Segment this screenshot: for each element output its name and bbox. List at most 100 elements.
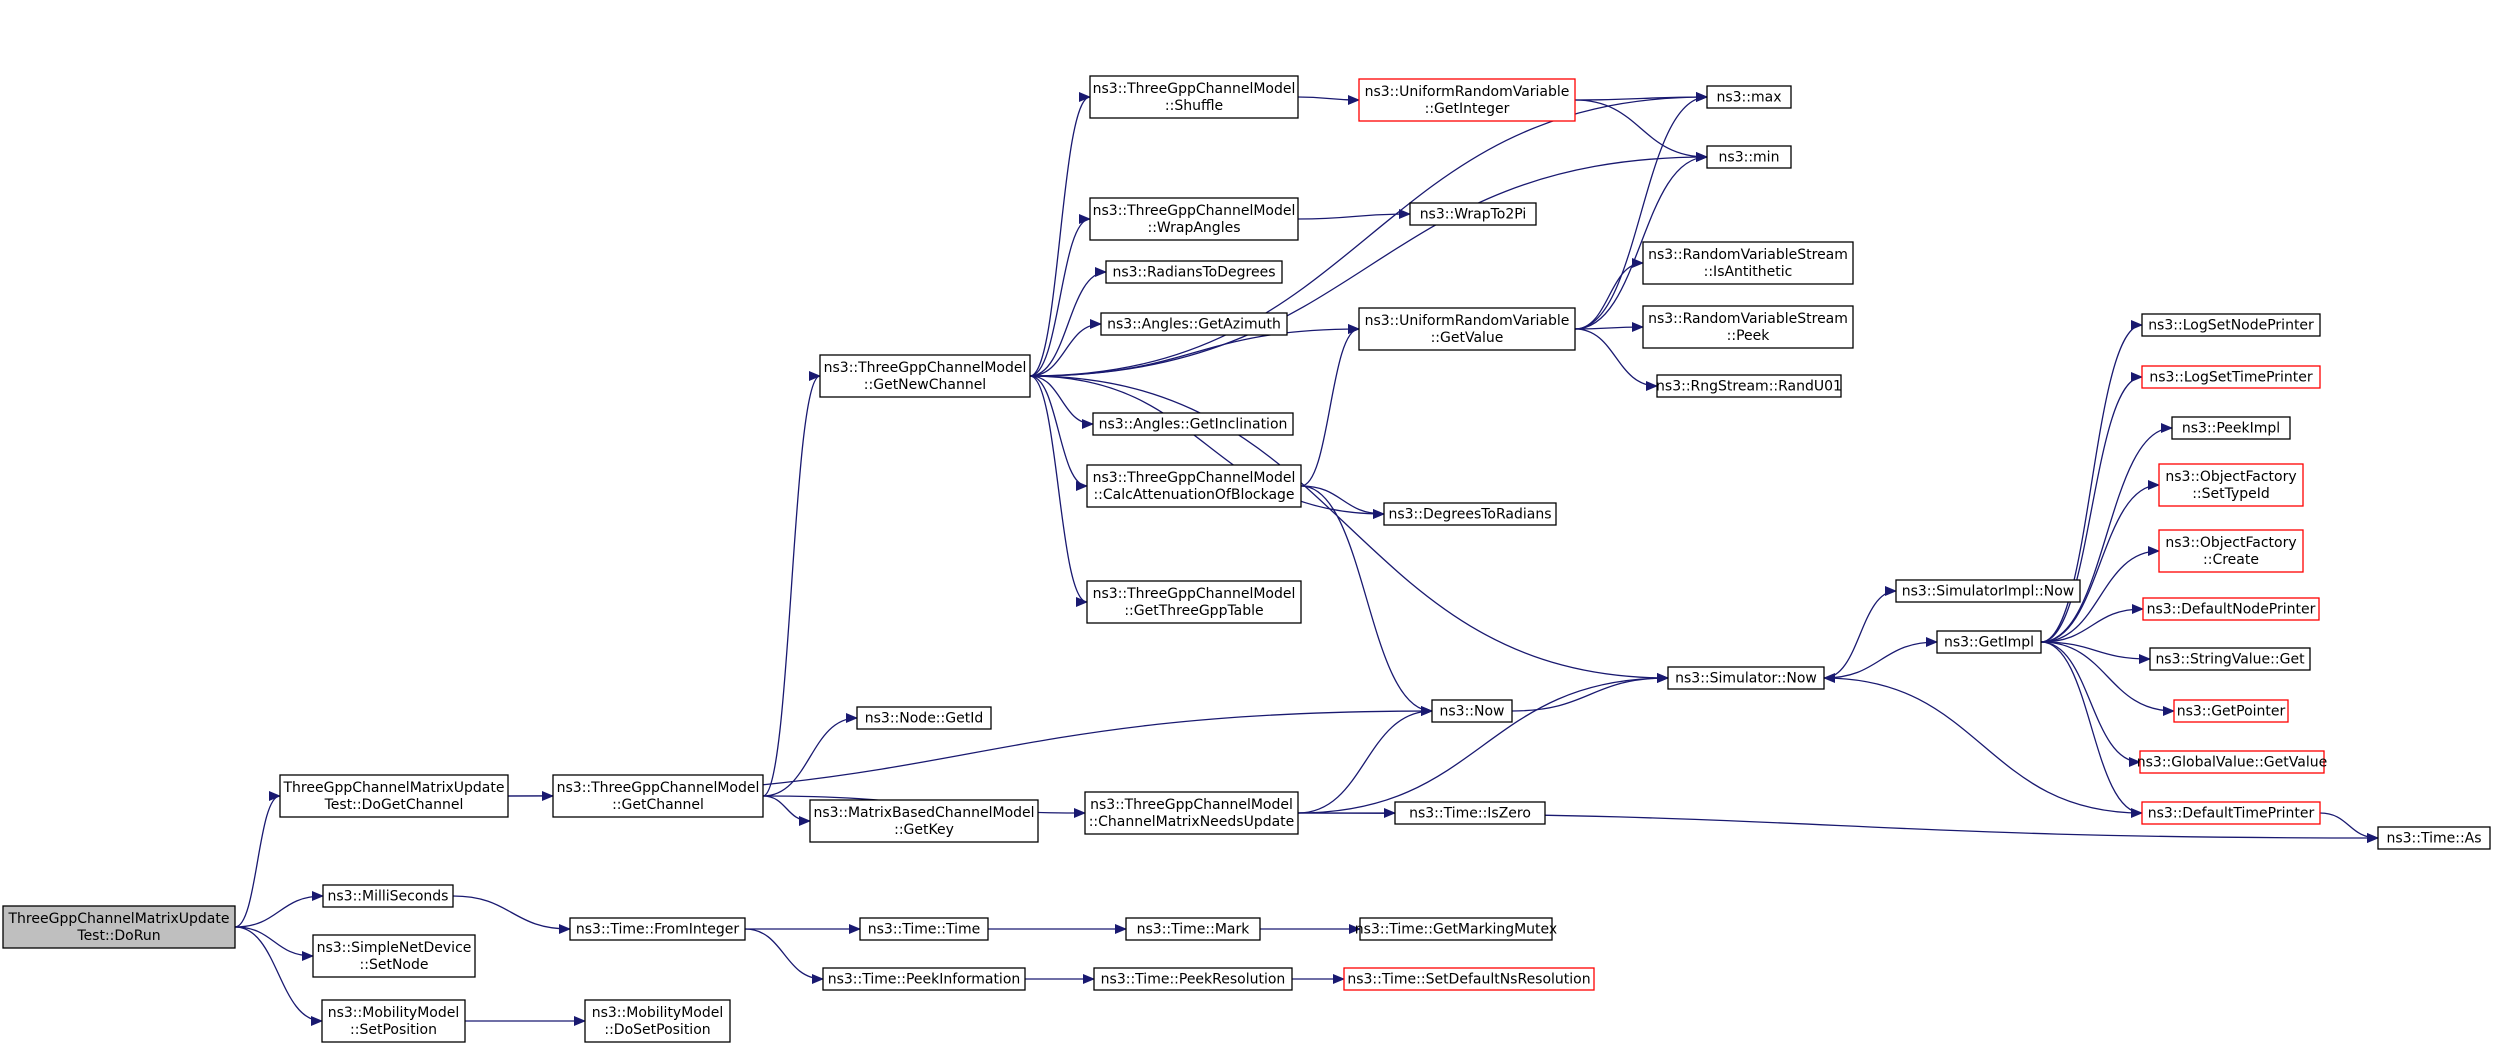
node-wrapAngles[interactable]: ns3::ThreeGppChannelModel::WrapAngles bbox=[1089, 197, 1299, 241]
node-timeMark[interactable]: ns3::Time::Mark bbox=[1125, 917, 1261, 941]
node-label: ThreeGppChannelMatrixUpdate bbox=[8, 911, 230, 927]
node-getInteger[interactable]: ns3::UniformRandomVariable::GetInteger bbox=[1358, 78, 1576, 122]
node-logSetNodePrinter[interactable]: ns3::LogSetNodePrinter bbox=[2141, 313, 2321, 337]
node-getValue[interactable]: ns3::UniformRandomVariable::GetValue bbox=[1358, 307, 1576, 351]
node-isZero[interactable]: ns3::Time::IsZero bbox=[1394, 801, 1546, 825]
node-box bbox=[1089, 75, 1299, 119]
node-box bbox=[2173, 699, 2289, 723]
node-peek[interactable]: ns3::RandomVariableStream::Peek bbox=[1642, 305, 1854, 349]
node-getImpl[interactable]: ns3::GetImpl bbox=[1936, 630, 2042, 654]
node-box bbox=[1394, 801, 1546, 825]
node-fromInteger[interactable]: ns3::Time::FromInteger bbox=[569, 917, 746, 941]
node-box bbox=[569, 917, 746, 941]
edge-getNewChannel-to-shuffle bbox=[1029, 92, 1091, 377]
node-box bbox=[2139, 750, 2325, 774]
node-label: ::IsAntithetic bbox=[1704, 264, 1793, 280]
node-peekInformation[interactable]: ns3::Time::PeekInformation bbox=[822, 967, 1026, 991]
node-max[interactable]: ns3::max bbox=[1706, 85, 1792, 109]
edge-channelMatrixNeedsUpdate-to-simulatorNow bbox=[1297, 673, 1669, 814]
node-randU01[interactable]: ns3::RngStream::RandU01 bbox=[1656, 374, 1842, 398]
node-label: ns3::ThreeGppChannelModel bbox=[824, 360, 1027, 376]
node-degreesToRadians[interactable]: ns3::DegreesToRadians bbox=[1383, 502, 1557, 526]
node-getInclination[interactable]: ns3::Angles::GetInclination bbox=[1092, 412, 1294, 436]
edge-calcAttenuation-to-now bbox=[1300, 485, 1433, 716]
node-label: ns3::DefaultNodePrinter bbox=[2147, 602, 2316, 618]
node-shuffle[interactable]: ns3::ThreeGppChannelModel::Shuffle bbox=[1089, 75, 1299, 119]
node-box bbox=[322, 884, 454, 908]
edge-root-to-milliSeconds bbox=[234, 891, 324, 928]
node-getChannel[interactable]: ns3::ThreeGppChannelModel::GetChannel bbox=[552, 774, 764, 818]
node-timeTime[interactable]: ns3::Time::Time bbox=[859, 917, 989, 941]
node-box bbox=[1706, 85, 1792, 109]
edge-getNewChannel-to-max bbox=[1029, 92, 1708, 377]
node-label: ns3::LogSetNodePrinter bbox=[2148, 318, 2314, 334]
node-channelMatrixNeedsUpdate[interactable]: ns3::ThreeGppChannelModel::ChannelMatrix… bbox=[1084, 791, 1299, 835]
node-label: ns3::RngStream::RandU01 bbox=[1656, 379, 1842, 395]
edge-getNewChannel-to-getAzimuth bbox=[1029, 319, 1102, 377]
node-box bbox=[2158, 529, 2304, 573]
node-label: ns3::Time::IsZero bbox=[1409, 806, 1531, 822]
node-setTypeId[interactable]: ns3::ObjectFactory::SetTypeId bbox=[2158, 463, 2304, 507]
edge-getValue-to-randU01 bbox=[1574, 328, 1658, 391]
node-box bbox=[1105, 260, 1283, 284]
node-simulatorNow[interactable]: ns3::Simulator::Now bbox=[1667, 666, 1825, 690]
node-timeAs[interactable]: ns3::Time::As bbox=[2377, 826, 2491, 850]
node-logSetTimePrinter[interactable]: ns3::LogSetTimePrinter bbox=[2141, 365, 2321, 389]
node-label: ::SetTypeId bbox=[2192, 486, 2270, 502]
edge-getImpl-to-setTypeId bbox=[2040, 480, 2160, 643]
node-getId[interactable]: ns3::Node::GetId bbox=[856, 706, 992, 730]
node-label: ns3::RandomVariableStream bbox=[1648, 311, 1848, 327]
node-now[interactable]: ns3::Now bbox=[1431, 699, 1513, 723]
node-peekImpl[interactable]: ns3::PeekImpl bbox=[2171, 416, 2291, 440]
node-getKey[interactable]: ns3::MatrixBasedChannelModel::GetKey bbox=[809, 799, 1039, 843]
node-getMarkingMutex[interactable]: ns3::Time::GetMarkingMutex bbox=[1355, 917, 1557, 941]
edge-getNewChannel-to-wrapAngles bbox=[1029, 214, 1091, 377]
node-defaultTimePrinter[interactable]: ns3::DefaultTimePrinter bbox=[2141, 801, 2321, 825]
node-box bbox=[1431, 699, 1513, 723]
node-label: ns3::ThreeGppChannelModel bbox=[1093, 586, 1296, 602]
node-peekResolution[interactable]: ns3::Time::PeekResolution bbox=[1093, 967, 1293, 991]
node-create[interactable]: ns3::ObjectFactory::Create bbox=[2158, 529, 2304, 573]
edge-calcAttenuation-to-degreesToRadians bbox=[1300, 485, 1385, 519]
node-globalValueGetValue[interactable]: ns3::GlobalValue::GetValue bbox=[2137, 750, 2327, 774]
node-label: ns3::min bbox=[1719, 150, 1780, 166]
node-label: ns3::Now bbox=[1440, 704, 1505, 720]
node-radiansToDegrees[interactable]: ns3::RadiansToDegrees bbox=[1105, 260, 1283, 284]
node-getThreeGppTable[interactable]: ns3::ThreeGppChannelModel::GetThreeGppTa… bbox=[1086, 580, 1302, 624]
node-calcAttenuation[interactable]: ns3::ThreeGppChannelModel::CalcAttenuati… bbox=[1086, 464, 1302, 508]
edge-getImpl-to-logSetTimePrinter bbox=[2040, 372, 2143, 643]
node-label: ns3::Time::PeekInformation bbox=[828, 972, 1021, 988]
node-label: ns3::ThreeGppChannelModel bbox=[1093, 203, 1296, 219]
node-min[interactable]: ns3::min bbox=[1706, 145, 1792, 169]
node-getPointer[interactable]: ns3::GetPointer bbox=[2173, 699, 2289, 723]
node-label: ns3::Time::GetMarkingMutex bbox=[1355, 922, 1557, 938]
edge-defaultTimePrinter-to-simulatorNow bbox=[1823, 673, 2143, 814]
node-getAzimuth[interactable]: ns3::Angles::GetAzimuth bbox=[1100, 312, 1288, 336]
node-box bbox=[2158, 463, 2304, 507]
node-doSetPosition[interactable]: ns3::MobilityModel::DoSetPosition bbox=[584, 999, 731, 1043]
node-defaultNodePrinter[interactable]: ns3::DefaultNodePrinter bbox=[2142, 597, 2320, 621]
node-label: ns3::Node::GetId bbox=[865, 711, 983, 727]
node-stringValueGet[interactable]: ns3::StringValue::Get bbox=[2149, 647, 2311, 671]
node-box bbox=[1086, 580, 1302, 624]
node-box bbox=[552, 774, 764, 818]
node-box bbox=[856, 706, 992, 730]
node-simulatorImplNow[interactable]: ns3::SimulatorImpl::Now bbox=[1895, 579, 2081, 603]
node-setPosition[interactable]: ns3::MobilityModel::SetPosition bbox=[321, 999, 466, 1043]
node-label: ns3::GetImpl bbox=[1944, 635, 2034, 651]
node-getNewChannel[interactable]: ns3::ThreeGppChannelModel::GetNewChannel bbox=[819, 354, 1031, 398]
node-setDefaultNsResolution[interactable]: ns3::Time::SetDefaultNsResolution bbox=[1343, 967, 1595, 991]
node-box bbox=[279, 774, 509, 818]
node-label: ns3::ObjectFactory bbox=[2165, 469, 2296, 485]
node-box bbox=[1343, 967, 1595, 991]
node-label: ns3::PeekImpl bbox=[2182, 421, 2280, 437]
node-isAntithetic[interactable]: ns3::RandomVariableStream::IsAntithetic bbox=[1642, 241, 1854, 285]
node-box bbox=[1084, 791, 1299, 835]
node-milliSeconds[interactable]: ns3::MilliSeconds bbox=[322, 884, 454, 908]
node-label: ::ChannelMatrixNeedsUpdate bbox=[1089, 814, 1295, 830]
node-wrapTo2Pi[interactable]: ns3::WrapTo2Pi bbox=[1409, 202, 1537, 226]
node-doGetChannel[interactable]: ThreeGppChannelMatrixUpdateTest::DoGetCh… bbox=[279, 774, 509, 818]
edge-getValue-to-max bbox=[1574, 92, 1708, 330]
node-setNode[interactable]: ns3::SimpleNetDevice::SetNode bbox=[312, 934, 476, 978]
